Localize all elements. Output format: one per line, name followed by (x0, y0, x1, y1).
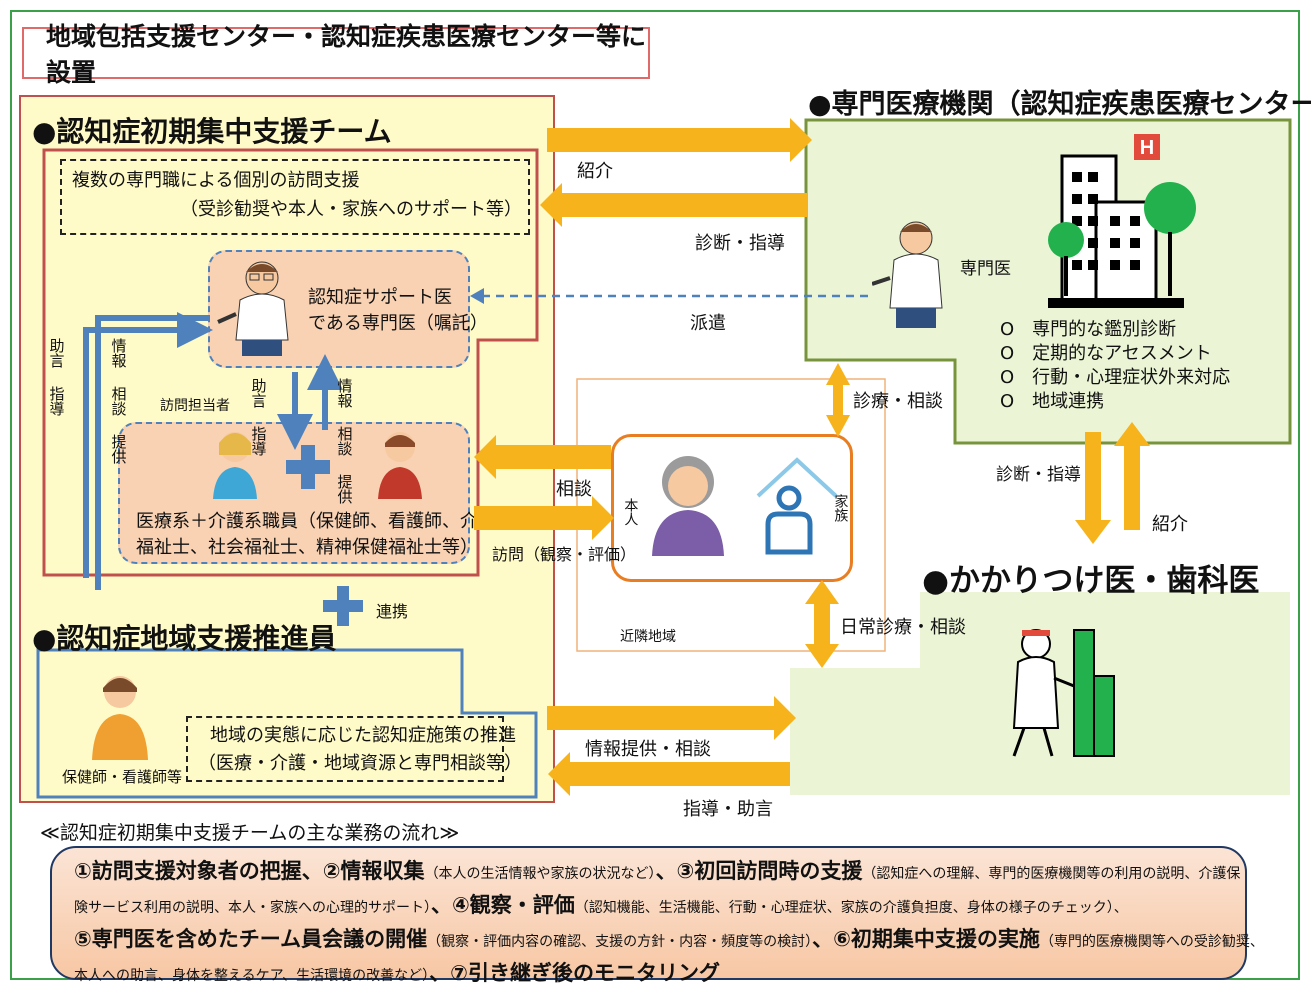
arrow-diagnosis-down (1075, 432, 1111, 544)
support-doctor-line1: 認知症サポート医 (308, 287, 452, 308)
specialist-doctor-icon (872, 221, 943, 328)
arrow-treatment-consult (826, 363, 850, 437)
flow-line-1: ①訪問支援対象者の把握、②情報収集（本人の生活情報や家族の状況など）、③初回訪問… (74, 856, 1240, 890)
team-outline (42, 148, 539, 577)
visit-support-line1: 複数の専門職による個別の訪問支援 (72, 170, 360, 191)
staff-line2: 福祉士、社会福祉士、精神保健福祉士等） (136, 537, 478, 558)
flow-step-6-note: （専門的医療機関等への受診勧奨、 (1039, 934, 1264, 950)
staff-icons (213, 432, 422, 499)
role-item: O 行動・心理症状外来対応 (1000, 367, 1231, 388)
policy-line1: 地域の実態に応じた認知症施策の推進 (210, 725, 516, 746)
neighborhood-label: 近隣地域 (620, 629, 676, 645)
specialist-title: ●専門医療機関（認知症疾患医療センター等） (808, 89, 1311, 120)
team-internal-arrows (83, 312, 363, 626)
patient-label: 本人 (622, 498, 639, 526)
support-doctor-icon (217, 261, 289, 356)
arrow-referral-up (1114, 422, 1150, 530)
label-info-consult: 情報提供・相談 (585, 739, 711, 760)
promoter-person-label: 保健師・看護師等 (62, 768, 183, 786)
inner-info-label: 情報 相談 提供 (335, 378, 354, 504)
arrow-consult-left (474, 435, 611, 479)
arrow-info-right (547, 696, 796, 740)
family-icon (756, 457, 838, 555)
hospital-sign: H (1140, 137, 1154, 159)
arrow-visit-right (474, 496, 614, 540)
plus-icon (286, 445, 330, 489)
hospital-illustration: H (1048, 134, 1196, 308)
gp-title: ●かかりつけ医・歯科医 (922, 563, 1260, 599)
policy-box: 地域の実態に応じた認知症施策の推進 （医療・介護・地域資源と専門相談等） (186, 716, 522, 782)
role-item: O 地域連携 (1000, 391, 1105, 412)
flow-step-4: 、④観察・評価 (431, 893, 575, 917)
flow-step-1-2: ①訪問支援対象者の把握、②情報収集 (74, 859, 425, 883)
info-consult-label: 情報 相談 提供 (109, 338, 128, 464)
role-item: O 専門的な鑑別診断 (1000, 319, 1177, 340)
promoter-title: ●認知症地域支援推進員 (32, 622, 337, 655)
flow-line-4: 本人への助言、身体を整えるケア、生活環境の改善など）、⑦引き継ぎ後のモニタリング (74, 958, 1223, 992)
flow-step-2-note: （本人の生活情報や家族の状況など） (424, 866, 656, 882)
inner-advice-label: 助言 指導 (249, 378, 268, 456)
flow-step-5: ⑤専門医を含めたチーム員会議の開催 (74, 927, 428, 951)
info-line (83, 312, 213, 578)
label-diagnosis-right: 診断・指導 (996, 465, 1081, 485)
policy-line2: （医療・介護・地域資源と専門相談等） (198, 753, 522, 774)
patient-family-box (611, 434, 853, 582)
label-diagnosis-top: 診断・指導 (695, 233, 785, 254)
flow-line-3: ⑤専門医を含めたチーム員会議の開催（観察・評価内容の確認、支援の方針・内容・頻度… (74, 924, 1264, 958)
promoter-person-icon (92, 676, 148, 760)
flow-step-7: 、⑦引き継ぎ後のモニタリング (429, 961, 720, 985)
flow-step-3-note: （認知症への理解、専門的医療機関等の利用の説明、介護保 (862, 866, 1241, 882)
location-note: 地域包括支援センター・認知症疾患医療センター等に設置 (22, 22, 650, 87)
flow-step-3-note2: 険サービス利用の説明、本人・家族への心理的サポート） (74, 900, 431, 916)
flow-line-2: 険サービス利用の説明、本人・家族への心理的サポート）、④観察・評価（認知機能、生… (74, 890, 1223, 924)
label-visit-observe: 訪問（観察・評価） (492, 545, 637, 564)
flow-step-6-note2: 本人への助言、身体を整えるケア、生活環境の改善など） (74, 968, 430, 984)
flow-box: ①訪問支援対象者の把握、②情報収集（本人の生活情報や家族の状況など）、③初回訪問… (50, 846, 1264, 985)
tree-icon-right (1144, 182, 1196, 296)
visit-staff-label: 訪問担当者 (160, 398, 230, 414)
role-item: O 定期的なアセスメント (1000, 343, 1212, 364)
flow-step-3: 、③初回訪問時の支援 (655, 859, 863, 883)
visit-support-box: 複数の専門職による個別の訪問支援 （受診勧奨や本人・家族へのサポート等） (60, 159, 530, 235)
advice-line (95, 315, 210, 590)
male-staff-icon (378, 432, 422, 499)
visit-support-line2: （受診勧奨や本人・家族へのサポート等） (180, 199, 522, 220)
collaboration-plus-icon (323, 586, 363, 626)
flow-step-6: 、⑥初期集中支援の実施 (812, 927, 1040, 951)
advice-guidance-label: 助言 指導 (47, 338, 66, 416)
team-title: ●認知症初期集中支援チーム (32, 115, 392, 148)
arrow-guidance-left (548, 752, 790, 796)
staff-line1: 医療系＋介護系職員（保健師、看護師、介護 (136, 511, 496, 532)
label-consult-left: 相談 (556, 479, 592, 500)
family-label: 家族 (832, 494, 849, 522)
label-guidance-advice: 指導・助言 (683, 799, 773, 820)
arrow-referral-top (547, 118, 812, 162)
flow-step-4-note: （認知機能、生活機能、行動・心理症状、家族の介護負担度、身体の様子のチェック）、 (574, 900, 1128, 916)
patient-icon (652, 456, 724, 556)
specialist-roles: O 専門的な鑑別診断 O 定期的なアセスメント O 行動・心理症状外来対応 O … (1000, 318, 1230, 414)
gp-doctor-illustration (1012, 629, 1115, 757)
label-dispatch: 派遣 (690, 313, 726, 334)
collaboration-label: 連携 (376, 602, 409, 621)
flow-step-5-note: （観察・評価内容の確認、支援の方針・内容・頻度等の検討） (427, 934, 813, 950)
arrow-daily-treatment (805, 580, 839, 668)
label-treatment-consult: 診療・相談 (853, 391, 943, 412)
female-staff-icon (213, 432, 257, 499)
label-referral-top: 紹介 (577, 161, 613, 182)
tree-icon-left (1048, 222, 1084, 296)
support-doctor-line2: である専門医（嘱託） (308, 313, 488, 334)
arrow-diagnosis-top (540, 183, 808, 227)
flow-heading: ≪認知症初期集中支援チームの主な業務の流れ≫ (40, 822, 460, 844)
label-referral-right: 紹介 (1152, 514, 1188, 535)
label-daily-treatment: 日常診療・相談 (840, 617, 966, 638)
specialist-doctor-label: 専門医 (960, 259, 1011, 279)
